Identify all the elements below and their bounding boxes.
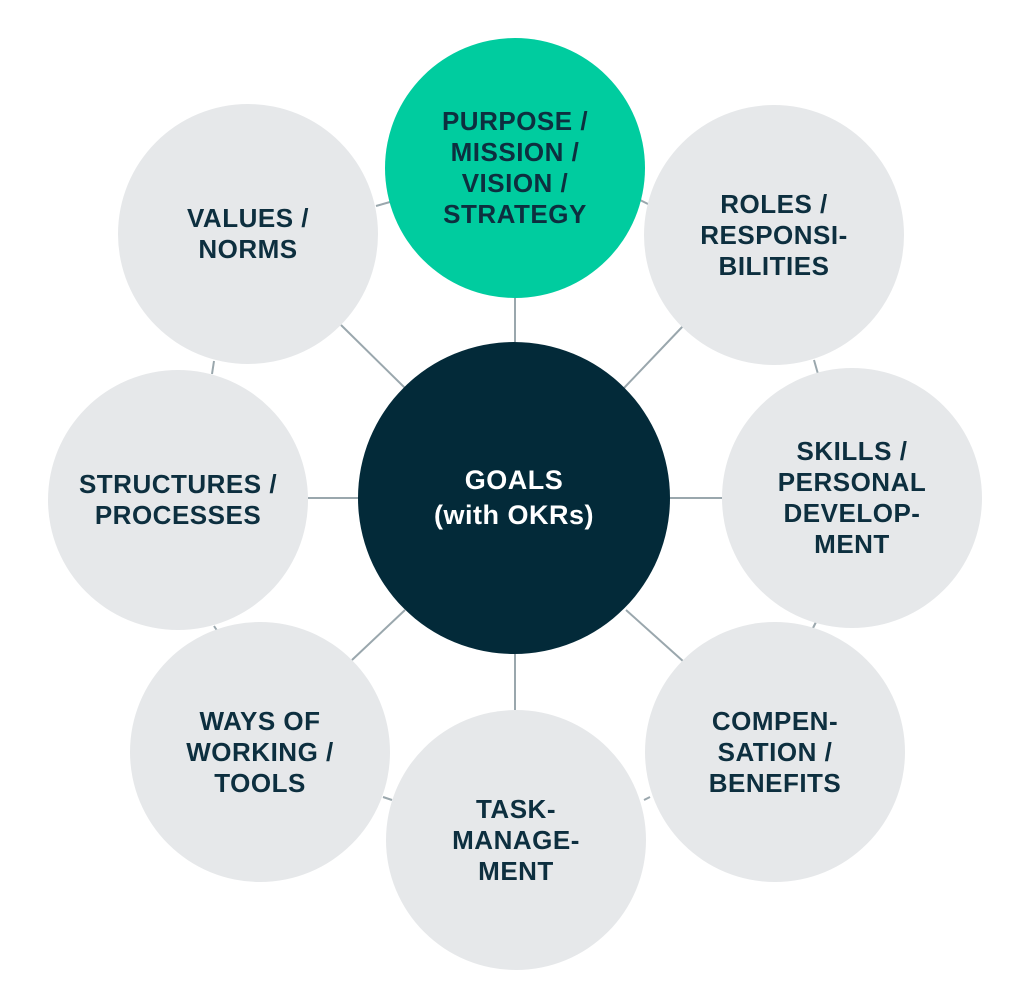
connector-line [643,796,651,801]
connector-line [382,796,393,801]
node-structures-processes: STRUCTURES / PROCESSES [48,370,308,630]
node-label: VALUES / NORMS [187,203,309,264]
node-label: COMPEN- SATION / BENEFITS [708,705,842,798]
node-skills-personal-development: SKILLS / PERSONAL DEVELOP- MENT [722,368,982,628]
connector-line [375,201,391,207]
node-label: TASK- MANAGE- MENT [452,793,580,886]
node-label: ROLES / RESPONSI- BILITIES [700,188,848,281]
center-node-goals: GOALS (with OKRs) [358,342,670,654]
center-label: GOALS (with OKRs) [434,465,594,530]
node-purpose-mission-vision-strategy: PURPOSE / MISSION / VISION / STRATEGY [385,38,645,298]
connector-line [340,324,406,389]
connector-line [623,324,685,389]
node-values-norms: VALUES / NORMS [118,104,378,364]
node-ways-of-working-tools: WAYS OF WORKING / TOOLS [130,622,390,882]
connector-line [351,609,406,661]
node-label: WAYS OF WORKING / TOOLS [186,705,334,798]
connector-line [625,609,685,663]
connector-line [211,360,215,375]
node-task-management: TASK- MANAGE- MENT [386,710,646,970]
node-roles-responsibilities: ROLES / RESPONSI- BILITIES [644,105,904,365]
node-label: PURPOSE / MISSION / VISION / STRATEGY [441,106,589,229]
node-compensation-benefits: COMPEN- SATION / BENEFITS [645,622,905,882]
node-label: STRUCTURES / PROCESSES [78,469,278,530]
node-label: SKILLS / PERSONAL DEVELOP- MENT [777,436,927,559]
